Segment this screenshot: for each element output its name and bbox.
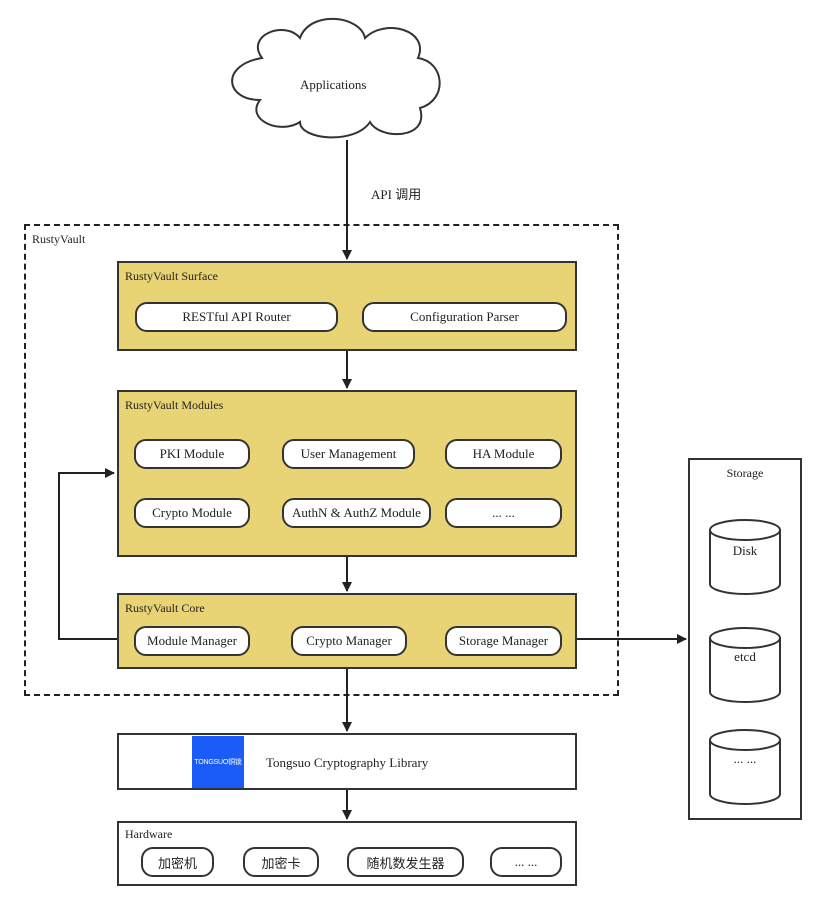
modules-layer: RustyVault Modules PKI Module User Manag… [117, 390, 577, 557]
tongsuo-logo: TONGSUO铜锁 [192, 736, 244, 788]
pki-module: PKI Module [134, 439, 250, 469]
surface-title: RustyVault Surface [125, 269, 218, 283]
hardware-crypto-card: 加密卡 [243, 847, 319, 877]
storage-disk-label: Disk [732, 543, 758, 558]
user-management: User Management [282, 439, 415, 469]
storage-manager: Storage Manager [445, 626, 562, 656]
surface-layer: RustyVault Surface RESTful API Router Co… [117, 261, 577, 351]
storage-more-label: ... ... [733, 751, 757, 766]
ha-module: HA Module [445, 439, 562, 469]
hardware-title: Hardware [125, 827, 173, 841]
storage-title: Storage [726, 466, 764, 480]
applications-label: Applications [300, 77, 367, 92]
more-modules: ... ... [445, 498, 562, 528]
restful-api-router: RESTful API Router [135, 302, 338, 332]
module-manager: Module Manager [134, 626, 250, 656]
cylinder-etcd [709, 627, 781, 703]
crypto-module: Crypto Module [134, 498, 250, 528]
hardware-rng: 随机数发生器 [347, 847, 464, 877]
core-layer: RustyVault Core Module Manager Crypto Ma… [117, 593, 577, 669]
cloud-shape [231, 17, 441, 139]
crypto-manager: Crypto Manager [291, 626, 407, 656]
hardware-hsm: 加密机 [141, 847, 214, 877]
core-title: RustyVault Core [125, 601, 205, 615]
tongsuo-label: Tongsuo Cryptography Library [266, 755, 429, 770]
tongsuo-logo-text: TONGSUO铜锁 [194, 759, 242, 766]
rustyvault-title: RustyVault [32, 232, 86, 246]
arrow-module-manager-loop [58, 468, 134, 640]
hardware-box: Hardware 加密机 加密卡 随机数发生器 ... ... [117, 821, 577, 886]
api-call-label: API 调用 [371, 187, 422, 202]
storage-etcd-label: etcd [734, 649, 756, 664]
rustyvault-boundary: RustyVault [24, 224, 619, 696]
storage-box: Storage [688, 458, 802, 820]
modules-title: RustyVault Modules [125, 398, 224, 412]
cylinder-disk [709, 519, 781, 595]
tongsuo-library: TONGSUO铜锁 Tongsuo Cryptography Library [117, 733, 577, 790]
hardware-more: ... ... [490, 847, 562, 877]
authn-authz-module: AuthN & AuthZ Module [282, 498, 431, 528]
cylinder-more [709, 729, 781, 805]
configuration-parser: Configuration Parser [362, 302, 567, 332]
